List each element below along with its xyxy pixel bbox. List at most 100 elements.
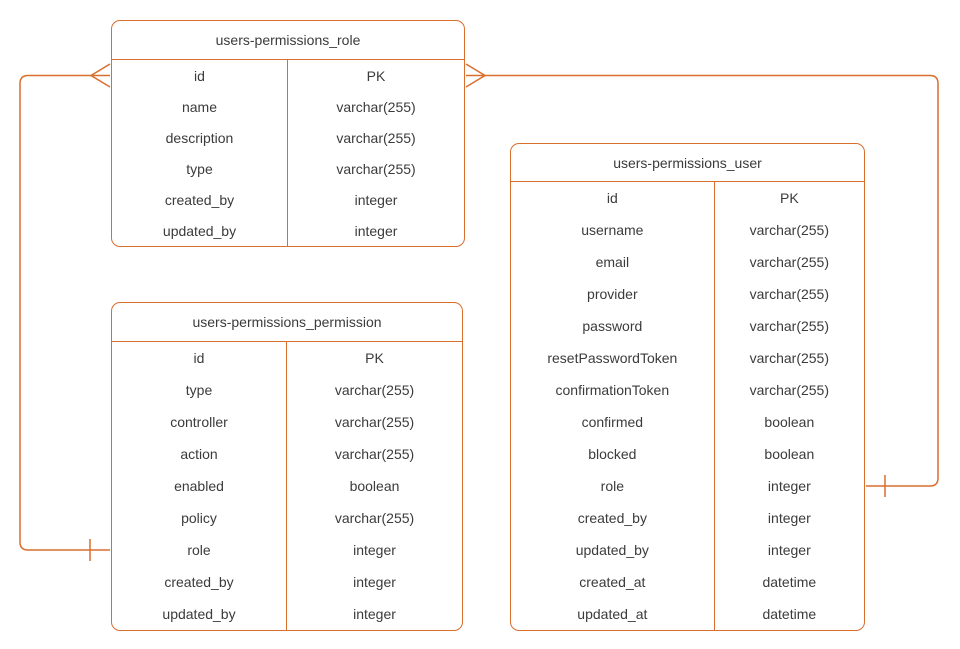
field-name: enabled [112, 470, 287, 502]
field-name: created_by [112, 566, 287, 598]
field-type: datetime [762, 606, 817, 622]
field-name: description [112, 122, 288, 153]
crow-foot-many-icon [465, 63, 487, 88]
field-name: updated_by [112, 598, 287, 630]
relationship-role-permission[interactable] [19, 63, 111, 561]
table-row: created_by integer [511, 502, 864, 534]
field-name: updated_by [112, 215, 288, 246]
crow-foot-many-icon [89, 63, 111, 88]
field-type: integer [767, 542, 811, 558]
relationship-line[interactable] [485, 74, 939, 487]
field-type: integer [354, 191, 398, 208]
field-name: name [112, 91, 288, 122]
entity-users-permissions-role[interactable]: users-permissions_role id PK name varchar(2… [111, 20, 465, 247]
field-name: id [112, 342, 287, 374]
field-type: PK [366, 67, 386, 84]
field-name: controller [112, 406, 287, 438]
relationship-line[interactable] [19, 74, 110, 551]
field-name: type [112, 153, 288, 184]
field-type: varchar(255) [336, 98, 416, 115]
field-type: varchar(255) [334, 382, 415, 398]
table-row: enabled boolean [112, 470, 462, 502]
field-name: updated_at [511, 598, 715, 630]
table-row: updated_by integer [112, 215, 464, 246]
field-name: confirmed [511, 406, 715, 438]
field-name: role [112, 534, 287, 566]
field-type: varchar(255) [749, 350, 830, 366]
field-name: id [511, 182, 715, 214]
field-name: username [511, 214, 715, 246]
table-row: action varchar(255) [112, 438, 462, 470]
table-row: password varchar(255) [511, 310, 864, 342]
field-type: varchar(255) [749, 286, 830, 302]
field-name: created_at [511, 566, 715, 598]
table-row: updated_at datetime [511, 598, 864, 630]
field-type: integer [767, 510, 811, 526]
table-row: id PK [112, 342, 462, 374]
table-row: role integer [511, 470, 864, 502]
table-row: created_by integer [112, 566, 462, 598]
field-type: integer [353, 542, 396, 558]
field-type: varchar(255) [749, 222, 830, 238]
field-type: integer [353, 606, 396, 622]
field-name: updated_by [511, 534, 715, 566]
field-type: varchar(255) [334, 414, 415, 430]
table-row: type varchar(255) [112, 153, 464, 184]
field-type: boolean [764, 446, 815, 462]
table-row: created_by integer [112, 184, 464, 215]
field-name: created_by [511, 502, 715, 534]
field-type: varchar(255) [749, 318, 830, 334]
field-type: boolean [764, 414, 815, 430]
field-name: policy [112, 502, 287, 534]
table-row: updated_by integer [112, 598, 462, 630]
field-name: action [112, 438, 287, 470]
field-type: integer [353, 574, 396, 590]
table-row: confirmationToken varchar(255) [511, 374, 864, 406]
table-title: users-permissions_role [112, 21, 464, 60]
field-type: PK [779, 190, 799, 206]
field-type: varchar(255) [336, 160, 416, 177]
field-type: datetime [762, 574, 817, 590]
table-row: id PK [112, 60, 464, 91]
table-row: controller varchar(255) [112, 406, 462, 438]
field-name: password [511, 310, 715, 342]
field-type: PK [365, 350, 384, 366]
table-body: id PK type varchar(255) controller varchar(25… [112, 342, 462, 630]
table-row: confirmed boolean [511, 406, 864, 438]
field-name: created_by [112, 184, 288, 215]
table-row: type varchar(255) [112, 374, 462, 406]
table-row: name varchar(255) [112, 91, 464, 122]
field-name: provider [511, 278, 715, 310]
field-type: varchar(255) [749, 254, 830, 270]
table-row: blocked boolean [511, 438, 864, 470]
table-row: created_at datetime [511, 566, 864, 598]
entity-users-permissions-user[interactable]: users-permissions_user id PK username varch… [510, 143, 865, 631]
field-name: blocked [511, 438, 715, 470]
table-title: users-permissions_permission [112, 303, 462, 342]
field-name: confirmationToken [511, 374, 715, 406]
field-name: role [511, 470, 715, 502]
field-name: id [112, 60, 288, 91]
table-row: provider varchar(255) [511, 278, 864, 310]
field-name: type [112, 374, 287, 406]
field-type: integer [767, 478, 811, 494]
field-type: varchar(255) [334, 446, 415, 462]
table-row: role integer [112, 534, 462, 566]
table-title: users-permissions_user [511, 144, 864, 182]
relationship-role-user[interactable] [465, 63, 939, 497]
table-row: resetPasswordToken varchar(255) [511, 342, 864, 374]
field-type: integer [354, 222, 398, 239]
table-row: updated_by integer [511, 534, 864, 566]
table-row: username varchar(255) [511, 214, 864, 246]
field-type: boolean [349, 478, 400, 494]
field-type: varchar(255) [749, 382, 830, 398]
field-name: resetPasswordToken [511, 342, 715, 374]
table-row: id PK [511, 182, 864, 214]
entity-users-permissions-permission[interactable]: users-permissions_permission id PK type var… [111, 302, 463, 631]
